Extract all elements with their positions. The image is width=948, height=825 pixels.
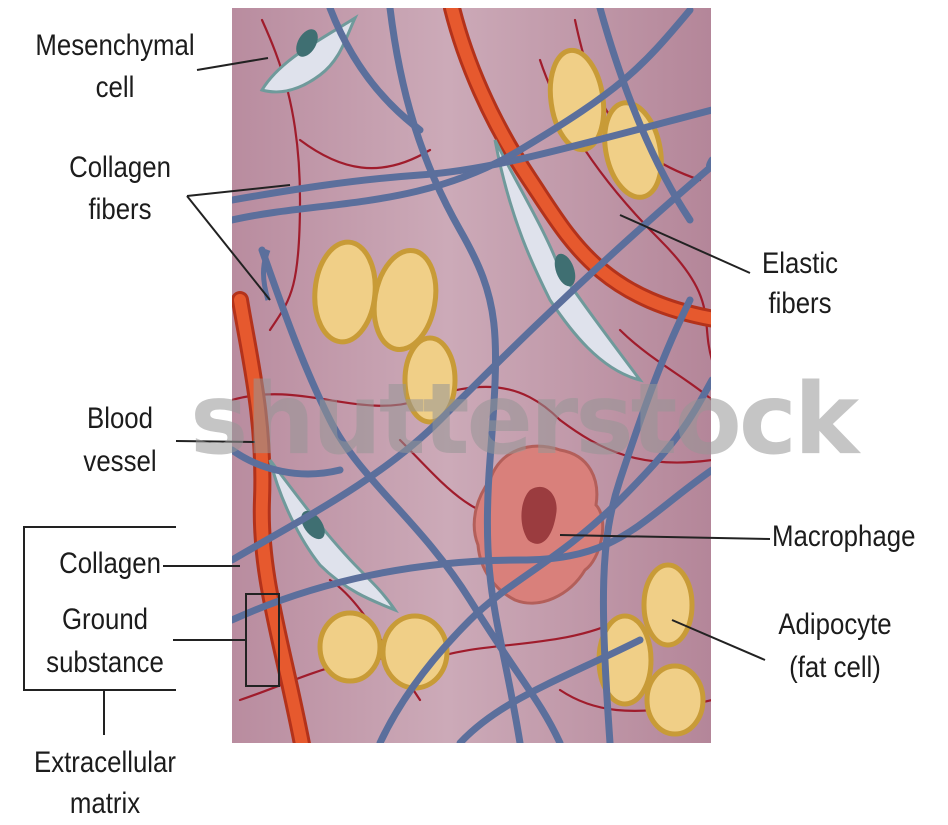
label-blood-vessel-line1: Blood [51,399,189,439]
label-extracellular-matrix-line2: matrix [15,784,196,824]
label-ground-substance-line1: Ground [19,600,191,640]
label-elastic-fibers-line2: fibers [731,284,869,324]
label-elastic-fibers-line1: Elastic [731,244,869,284]
label-blood-vessel-line2: vessel [51,442,189,482]
label-ground-substance-line2: substance [19,643,191,683]
label-adipocyte-line2: (fat cell) [749,648,921,688]
label-mesenchymal-cell-line2: cell [20,68,209,108]
label-macrophage: Macrophage [772,517,915,557]
label-adipocyte-line1: Adipocyte [749,605,921,645]
watermark: shutterstock [190,365,760,475]
label-collagen-fibers-line1: Collagen [34,148,206,188]
label-extracellular-matrix-line1: Extracellular [15,743,196,783]
label-mesenchymal-cell-line1: Mesenchymal [20,26,209,66]
label-collagen-fibers-line2: fibers [34,190,206,230]
label-collagen: Collagen [33,544,188,584]
